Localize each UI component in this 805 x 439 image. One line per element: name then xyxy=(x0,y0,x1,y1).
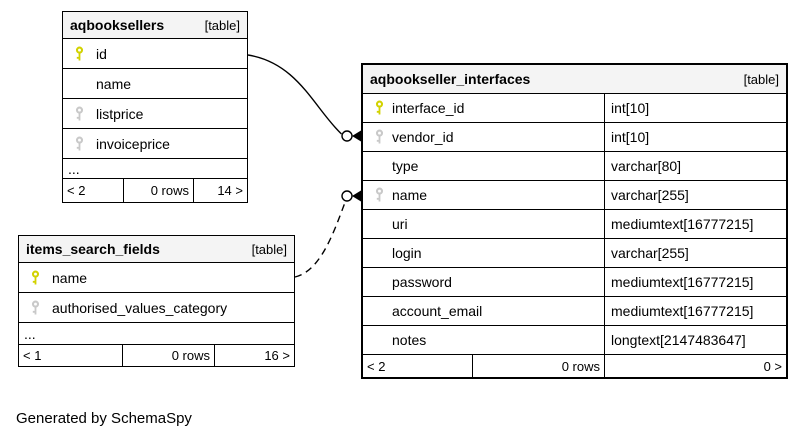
footer-children: 16 > xyxy=(264,348,290,363)
column-row-password[interactable]: password mediumtext[16777215] xyxy=(363,268,786,297)
column-name: authorised_values_category xyxy=(52,299,228,316)
index-key-icon xyxy=(375,129,384,144)
table-header[interactable]: items_search_fields [table] xyxy=(19,236,294,263)
column-row-uri[interactable]: uri mediumtext[16777215] xyxy=(363,210,786,239)
column-type: longtext[2147483647] xyxy=(611,332,746,348)
more-columns-ellipsis: ... xyxy=(63,159,247,179)
column-type: varchar[255] xyxy=(611,187,689,203)
index-key-icon xyxy=(75,106,84,120)
column-row-name[interactable]: name xyxy=(63,69,247,99)
column-type: varchar[80] xyxy=(611,158,682,174)
column-row-authorised-values-category[interactable]: authorised_values_category xyxy=(19,293,294,323)
column-name: name xyxy=(96,75,132,92)
column-type: varchar[255] xyxy=(611,245,689,261)
footer-rowcount: 0 rows xyxy=(124,179,194,202)
column-row-id[interactable]: id xyxy=(63,39,247,69)
column-row-vendor-id[interactable]: vendor_id int[10] xyxy=(363,123,786,152)
footer-rowcount: 0 rows xyxy=(123,345,215,366)
table-header[interactable]: aqbookseller_interfaces [table] xyxy=(363,65,786,94)
table-tag: [table] xyxy=(743,71,779,87)
column-name: name xyxy=(392,187,428,203)
column-name: id xyxy=(96,45,107,62)
column-row-account-email[interactable]: account_email mediumtext[16777215] xyxy=(363,297,786,326)
column-row-listprice[interactable]: listprice xyxy=(63,99,247,129)
footer-parents: < 2 xyxy=(363,355,473,377)
column-name: notes xyxy=(392,332,427,348)
table-tag: [table] xyxy=(204,17,240,33)
column-row-type[interactable]: type varchar[80] xyxy=(363,152,786,181)
column-type: mediumtext[16777215] xyxy=(611,274,754,290)
primary-key-icon xyxy=(375,100,384,115)
cardinality-circle-icon xyxy=(341,130,353,142)
table-tag: [table] xyxy=(251,241,287,257)
more-columns-ellipsis: ... xyxy=(19,323,294,345)
column-name: password xyxy=(392,274,452,290)
column-name: interface_id xyxy=(392,100,465,116)
table-aqbookseller-interfaces: aqbookseller_interfaces [table] interfac… xyxy=(361,63,788,379)
footer-children: 0 > xyxy=(763,358,782,374)
index-key-icon xyxy=(75,136,84,150)
fk-connector-solid xyxy=(247,54,361,142)
table-name: aqbookseller_interfaces xyxy=(370,71,531,87)
column-row-name[interactable]: name xyxy=(19,263,294,293)
column-row-notes[interactable]: notes longtext[2147483647] xyxy=(363,326,786,355)
column-row-name[interactable]: name varchar[255] xyxy=(363,181,786,210)
index-key-icon xyxy=(31,300,40,314)
table-name: items_search_fields xyxy=(26,241,160,257)
primary-key-icon xyxy=(75,46,84,60)
footer-parents: < 1 xyxy=(19,345,123,366)
arrowhead-icon xyxy=(352,190,361,202)
column-name: vendor_id xyxy=(392,129,454,145)
table-items-search-fields: items_search_fields [table] name authori… xyxy=(18,235,295,367)
footer-children: 14 > xyxy=(217,183,243,198)
generated-by-credit: Generated by SchemaSpy xyxy=(16,410,192,427)
primary-key-icon xyxy=(31,270,40,284)
column-type: mediumtext[16777215] xyxy=(611,303,754,319)
column-type: int[10] xyxy=(611,129,650,145)
index-key-icon xyxy=(375,187,384,202)
table-footer: < 1 0 rows 16 > xyxy=(19,345,294,366)
column-row-invoiceprice[interactable]: invoiceprice xyxy=(63,129,247,159)
column-name: login xyxy=(392,245,422,261)
column-name: account_email xyxy=(392,303,483,319)
column-name: type xyxy=(392,158,419,174)
table-footer: < 2 0 rows 0 > xyxy=(363,355,786,377)
table-name: aqbooksellers xyxy=(70,17,165,33)
arrowhead-icon xyxy=(352,130,361,142)
column-type: mediumtext[16777215] xyxy=(611,216,754,232)
column-type: int[10] xyxy=(611,100,650,116)
footer-rowcount: 0 rows xyxy=(473,355,605,377)
column-name: name xyxy=(52,269,88,286)
column-name: uri xyxy=(392,216,408,232)
column-name: listprice xyxy=(96,105,144,122)
table-aqbooksellers: aqbooksellers [table] id name listprice xyxy=(62,11,248,203)
footer-parents: < 2 xyxy=(63,179,124,202)
fk-connector-dashed xyxy=(294,190,361,278)
cardinality-circle-icon xyxy=(341,190,353,202)
table-footer: < 2 0 rows 14 > xyxy=(63,179,247,202)
column-row-login[interactable]: login varchar[255] xyxy=(363,239,786,268)
column-row-interface-id[interactable]: interface_id int[10] xyxy=(363,94,786,123)
table-header[interactable]: aqbooksellers [table] xyxy=(63,12,247,39)
column-name: invoiceprice xyxy=(96,135,170,152)
